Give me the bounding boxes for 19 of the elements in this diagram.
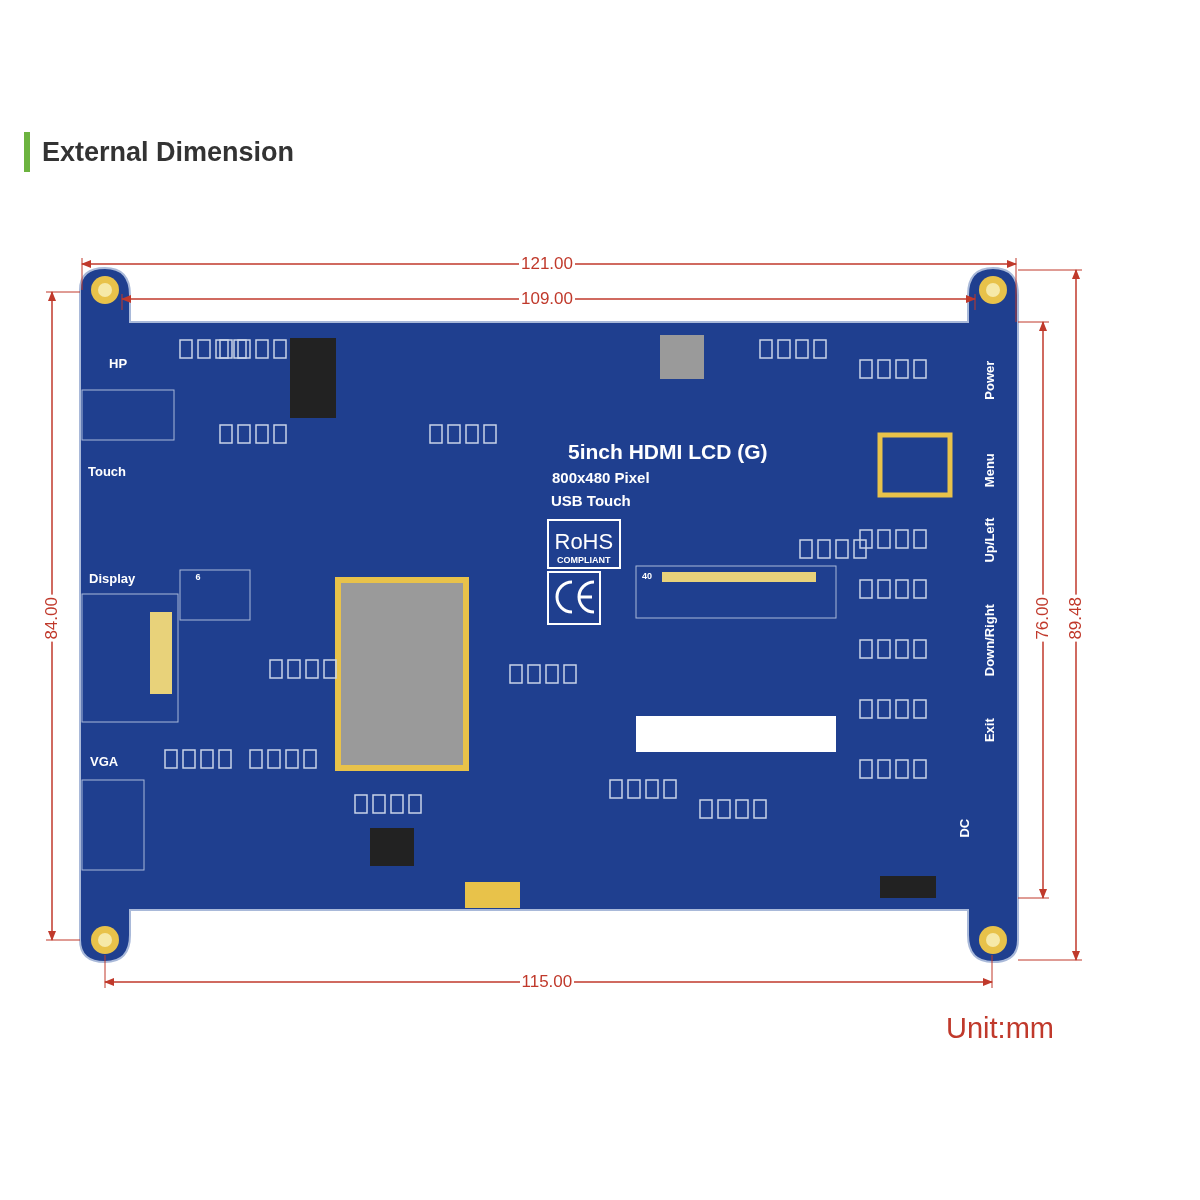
section-title: External Dimension bbox=[24, 132, 295, 172]
silkscreen-label: Menu bbox=[982, 453, 998, 488]
silkscreen-label: DC bbox=[957, 818, 973, 838]
silkscreen-label: HP bbox=[109, 357, 128, 372]
silkscreen-label: Down/Right bbox=[982, 604, 998, 677]
silkscreen-label: COMPLIANT bbox=[557, 556, 611, 566]
silkscreen-label: VGA bbox=[90, 755, 119, 770]
silkscreen-label: Exit bbox=[982, 718, 998, 743]
silkscreen-label: USB Touch bbox=[551, 492, 631, 509]
board-name: 5inch HDMI LCD (G) bbox=[568, 439, 768, 463]
silkscreen-label: 800x480 Pixel bbox=[552, 469, 650, 486]
unit-note: Unit:mm bbox=[946, 1013, 1054, 1045]
silkscreen-label: 40 bbox=[642, 572, 652, 582]
silkscreen-label: Up/Left bbox=[982, 517, 998, 563]
silkscreen-label: 6 bbox=[195, 573, 201, 583]
silkscreen-label: Power bbox=[982, 360, 998, 400]
silkscreen-label: Touch bbox=[88, 465, 127, 480]
silkscreen-label: Display bbox=[89, 572, 136, 587]
rohs-mark-text: RoHS bbox=[554, 530, 614, 555]
